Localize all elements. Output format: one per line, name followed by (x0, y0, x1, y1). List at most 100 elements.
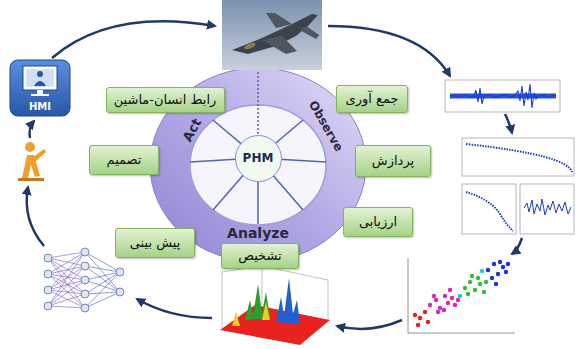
scatter-plot (463, 286, 467, 290)
scatter-plot (450, 296, 454, 300)
degradation-plots (462, 184, 516, 234)
node-text: HMI (29, 101, 51, 113)
scatter-plot (432, 294, 436, 298)
scatter-plot (442, 308, 446, 312)
scatter-plot (434, 298, 438, 302)
scatter-plot (413, 310, 430, 327)
neural-network (81, 304, 89, 312)
signal-plot (445, 80, 560, 112)
cycle-arrows (27, 187, 44, 246)
jet-photo (222, 0, 322, 70)
cycle-arrows (505, 114, 512, 133)
scatter-plot (453, 303, 457, 307)
node-text: تصمیم (107, 152, 142, 168)
neural-network (81, 276, 89, 284)
cycle-arrows (328, 26, 450, 76)
process-box: پیش بینی (115, 228, 195, 258)
scatter-plot (498, 260, 502, 264)
scatter-plot (504, 270, 508, 274)
person-icon (25, 142, 35, 152)
node-text: ارزیابی (359, 214, 397, 230)
neural-network (44, 248, 124, 312)
scatter-plot (458, 269, 484, 298)
degradation-plots (524, 199, 571, 215)
neural-network (81, 248, 89, 256)
scatter-plot (494, 282, 498, 286)
hub-circle: PHM (235, 135, 282, 182)
hmi-icon-art (23, 66, 57, 90)
node-text: PHM (243, 151, 274, 165)
scatter-plot (448, 288, 452, 292)
scatter-plot (476, 276, 480, 280)
surface-plot (232, 312, 240, 326)
ring-label: Act (181, 116, 204, 143)
jet-photo (266, 13, 292, 28)
cycle-arrows (52, 21, 215, 58)
scatter-plot (408, 333, 515, 334)
hmi-icon-art (37, 90, 43, 94)
scatter-plot (506, 262, 510, 266)
jet-photo (222, 0, 322, 70)
scatter-plot (408, 258, 515, 333)
surface-plot (262, 302, 270, 320)
cycle-ring (190, 105, 326, 225)
degradation-plots (462, 138, 574, 234)
hmi-icon-art (10, 60, 70, 116)
neural-network (48, 252, 85, 308)
scatter-plot (428, 303, 432, 307)
scatter-plot (486, 260, 510, 286)
surface-plot (262, 266, 263, 305)
cycle-arrows (337, 320, 402, 329)
hmi-icon-art (26, 69, 54, 87)
scatter-plot (492, 262, 496, 266)
process-box: جمع آوری (336, 85, 408, 113)
surface-plot (220, 305, 330, 345)
neural-network (44, 270, 52, 278)
scatter-plot (496, 272, 500, 276)
cycle-arrows (512, 238, 522, 254)
node-text: جمع آوری (346, 91, 399, 107)
scatter-plot (463, 274, 488, 296)
degradation-plots (466, 144, 572, 172)
hmi-icon-art (37, 71, 43, 77)
scatter-plot (436, 310, 440, 314)
person-icon (33, 149, 46, 162)
scatter-plot (443, 294, 447, 298)
neural-network (116, 268, 124, 276)
process-box: رابط انسان-ماشین (106, 87, 225, 113)
person-icon (18, 178, 44, 181)
scatter-plot (413, 313, 417, 317)
scatter-plot (423, 310, 427, 314)
scatter-plot (482, 290, 486, 294)
scatter-plot (473, 288, 477, 292)
neural-network (85, 252, 120, 308)
scatter-plot (468, 280, 472, 284)
scatter-plot (478, 282, 482, 286)
surface-plot (276, 278, 300, 324)
jet-photo (232, 14, 318, 54)
ring-label: Analyze (227, 226, 289, 240)
surface-plot (222, 272, 223, 328)
hmi-icon-art (10, 60, 70, 116)
node-text: رابط انسان-ماشین (114, 92, 217, 108)
neural-network (44, 302, 52, 310)
scatter-plot (486, 268, 490, 272)
hmi-icon-art (31, 94, 49, 96)
scatter-plot (484, 280, 488, 284)
neural-network (44, 248, 124, 312)
scatter-plot (426, 320, 430, 324)
hmi-icon: HMI (10, 60, 70, 116)
cycle-arrows (27, 21, 522, 329)
signal-plot (450, 84, 556, 108)
jet-photo (244, 41, 257, 50)
scatter-plot (418, 316, 422, 320)
scatter-plot (466, 292, 470, 296)
scatter-plot (458, 294, 462, 298)
node-text: پیش بینی (130, 235, 181, 251)
person-icon (18, 142, 46, 181)
scatter-plot (470, 274, 474, 278)
node-text: تشخیص (238, 248, 281, 264)
neural-network (116, 288, 124, 296)
neural-network (44, 286, 52, 294)
